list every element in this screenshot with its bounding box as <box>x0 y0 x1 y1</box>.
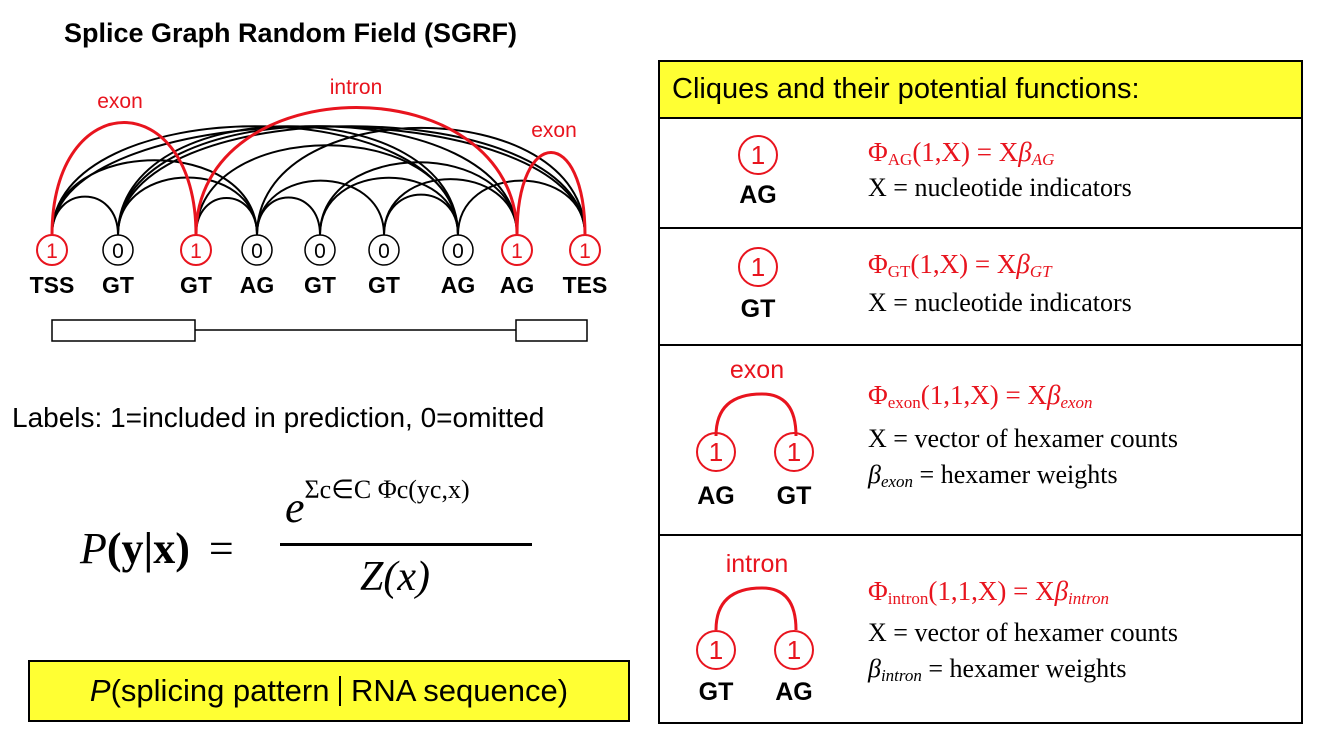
node-value-4: 0 <box>314 240 326 263</box>
fraction-bar <box>280 543 532 546</box>
red-arc-exon-right <box>515 151 587 236</box>
arc-label-intron: intron <box>330 76 383 99</box>
site-label-right: GT <box>776 482 812 510</box>
summary-box: P(splicing pattern RNA sequence) <box>28 660 630 722</box>
summary-right: RNA sequence) <box>350 673 569 708</box>
black-arc <box>319 161 518 236</box>
red-arc-exon-left <box>50 121 198 236</box>
potential-function: ΦGT(1,X) = XβGT <box>868 249 1052 281</box>
node-site-1: GT <box>102 272 134 298</box>
site-label-left: GT <box>698 678 734 706</box>
potential-function: ΦAG(1,X) = XβAG <box>868 137 1055 169</box>
potential-description: X = nucleotide indicators <box>868 173 1132 202</box>
node-circle-6 <box>442 234 474 266</box>
exon-block-right <box>515 319 588 342</box>
node-circle-7 <box>501 234 533 266</box>
clique-row-ag: 1 AG ΦAG(1,X) = XβAG X = nucleotide indi… <box>660 119 1301 229</box>
weight-description: βexon = hexamer weights <box>868 460 1118 491</box>
site-label-left: AG <box>697 482 735 510</box>
node-value-7: 1 <box>511 240 523 263</box>
node-circle-right: 1 <box>774 432 814 472</box>
formula-numerator-exp: Σc∈C Φc(yc,x) <box>304 475 470 504</box>
exon-arc <box>714 392 798 437</box>
node-site-4: GT <box>304 272 336 298</box>
node-circle-0 <box>36 234 68 266</box>
potential-description: X = nucleotide indicators <box>868 288 1132 317</box>
table-header: Cliques and their potential functions: <box>660 62 1301 119</box>
formula-lhs-args: (y|x) <box>106 524 190 573</box>
arc-label: intron <box>725 550 789 578</box>
node-site-6: AG <box>441 272 476 298</box>
clique-row-intron: intron 1 1 GT AG Φintron(1,1,X) = Xβintr… <box>660 536 1301 722</box>
node-site-3: AG <box>240 272 275 298</box>
arc-label-exon-right: exon <box>531 119 577 142</box>
potential-function: Φexon(1,1,X) = Xβexon <box>868 380 1093 412</box>
clique-row-gt: 1 GT ΦGT(1,X) = XβGT X = nucleotide indi… <box>660 229 1301 346</box>
node-site-8: TES <box>563 272 608 298</box>
formula-numerator-base: e <box>285 483 305 532</box>
node-circle-4 <box>304 234 336 266</box>
node-value-2: 1 <box>190 240 202 263</box>
given-bar <box>339 676 341 706</box>
node-value-5: 0 <box>378 240 390 263</box>
clique-row-exon: exon 1 1 AG GT Φexon(1,1,X) = Xβexon X =… <box>660 346 1301 536</box>
formula-equals: = <box>208 524 234 573</box>
node-value-8: 1 <box>579 240 591 263</box>
node-site-7: AG <box>500 272 535 298</box>
black-arc <box>117 125 586 236</box>
black-arc <box>195 144 459 236</box>
node-site-2: GT <box>180 272 212 298</box>
node-circle-8 <box>569 234 601 266</box>
node-circle-2 <box>180 234 212 266</box>
intron-arc <box>714 586 798 631</box>
labels-legend: Labels: 1=included in prediction, 0=omit… <box>12 402 545 433</box>
exon-block-left <box>51 319 196 342</box>
node-circle-5 <box>368 234 400 266</box>
figure-title: Splice Graph Random Field (SGRF) <box>64 18 518 48</box>
node-circle: 1 <box>738 135 778 175</box>
red-arcs <box>50 106 587 236</box>
node-circle: 1 <box>738 247 778 287</box>
arc-label-exon-left: exon <box>97 90 143 113</box>
black-arc <box>51 159 258 236</box>
node-circle-1 <box>102 234 134 266</box>
site-label: GT <box>740 295 776 323</box>
splice-graph: exon intron exon 1TSS0GT1GT0AG0GT0GT0AG1… <box>30 76 608 342</box>
node-site-5: GT <box>368 272 400 298</box>
summary-p: P <box>89 673 111 708</box>
node-circle-right: 1 <box>774 630 814 670</box>
black-arc <box>383 178 518 236</box>
black-arc <box>256 179 385 236</box>
cliques-table: Cliques and their potential functions: 1… <box>658 60 1303 724</box>
node-value-6: 0 <box>452 240 464 263</box>
node-value-1: 0 <box>112 240 124 263</box>
red-arc-intron <box>194 106 519 236</box>
node-circle-3 <box>241 234 273 266</box>
summary-left: (splicing pattern <box>110 673 330 708</box>
site-label: AG <box>739 181 777 209</box>
potential-description: X = vector of hexamer counts <box>868 618 1178 647</box>
black-arc <box>319 176 459 236</box>
node-value-0: 1 <box>46 240 58 263</box>
node-circle-left: 1 <box>696 432 736 472</box>
formula-lhs-p: P <box>80 524 107 573</box>
site-label-right: AG <box>775 678 813 706</box>
black-arcs <box>51 125 586 236</box>
probability-formula: P(y|x) = eΣc∈C Φc(yc,x) Z(x) <box>80 475 550 615</box>
weight-description: βintron = hexamer weights <box>868 654 1127 685</box>
node-circle-left: 1 <box>696 630 736 670</box>
black-arc <box>256 127 586 236</box>
arc-label: exon <box>729 356 785 384</box>
node-value-3: 0 <box>251 240 263 263</box>
black-arc <box>195 197 258 236</box>
node-site-0: TSS <box>30 272 75 298</box>
potential-description: X = vector of hexamer counts <box>868 424 1178 453</box>
formula-denominator: Z(x) <box>360 554 430 600</box>
potential-function: Φintron(1,1,X) = Xβintron <box>868 576 1109 608</box>
